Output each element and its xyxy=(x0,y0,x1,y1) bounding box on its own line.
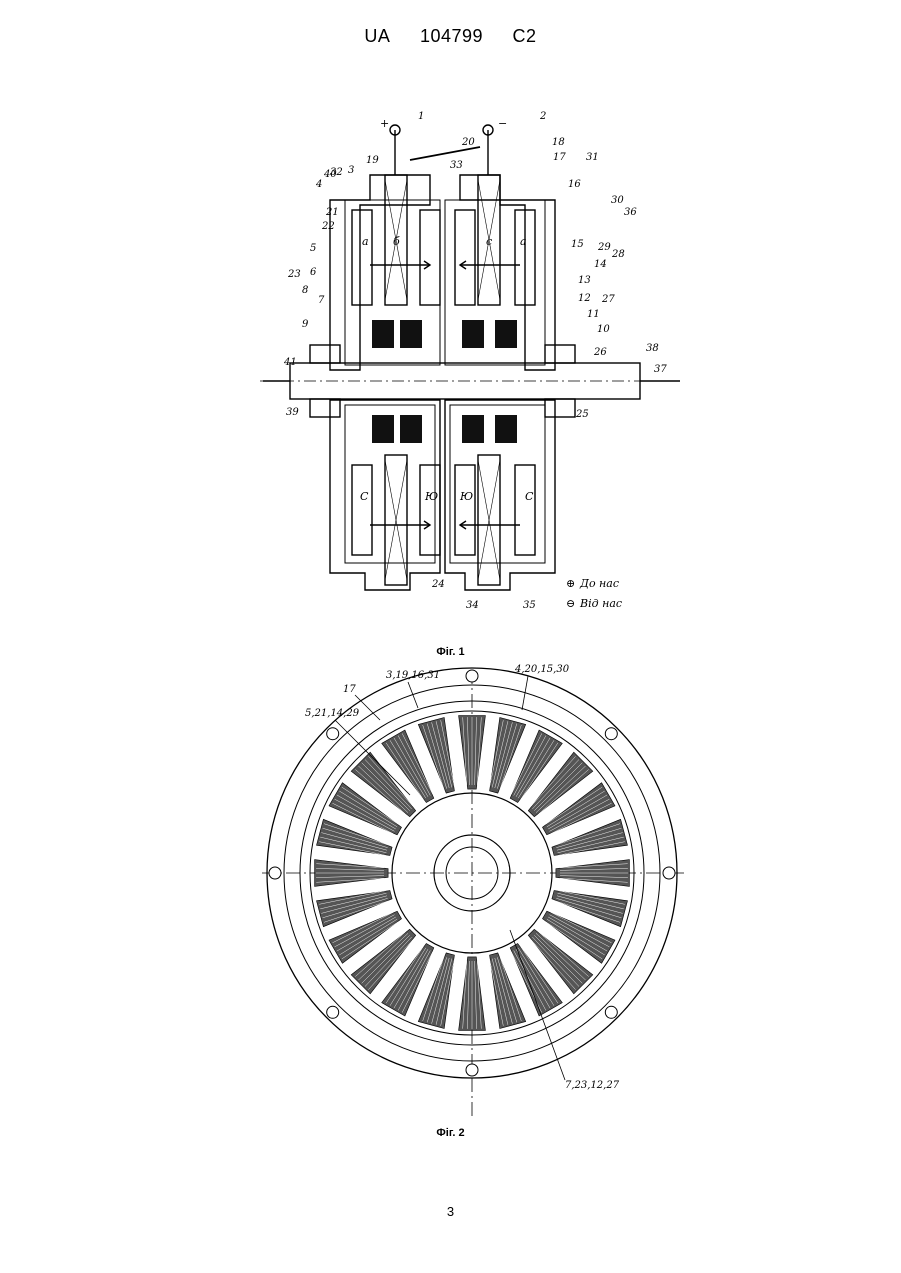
ref-numeral: 5 xyxy=(310,243,316,254)
pole-letter: С xyxy=(360,490,369,503)
ref-numeral: 2 xyxy=(539,111,546,122)
ref-numeral: 26 xyxy=(593,347,607,358)
legend-minus-text: Від нас xyxy=(579,597,622,610)
coil xyxy=(420,210,440,305)
ref-numeral: 28 xyxy=(611,249,625,260)
fig2-label: 5,21,14,29 xyxy=(305,708,360,719)
fig2-label: 7,23,12,27 xyxy=(565,1080,620,1091)
country-code: UA xyxy=(364,26,390,46)
coil xyxy=(455,465,475,555)
ref-numeral: 10 xyxy=(597,324,610,335)
bolt-hole xyxy=(466,1064,478,1076)
bolt-hole xyxy=(269,867,281,879)
ref-numeral: 29 xyxy=(597,242,611,253)
ref-numeral: 25 xyxy=(575,409,589,420)
ref-numeral: 39 xyxy=(286,407,299,418)
coil-letter: а xyxy=(362,235,369,248)
bolt-hole xyxy=(663,867,675,879)
legend-plus-text: До нас xyxy=(579,577,619,590)
bolt-hole xyxy=(466,670,478,682)
patent-number: 104799 xyxy=(420,26,483,46)
legend-minus-symbol: ⊖ xyxy=(566,597,575,610)
fig2-label: 4,20,15,30 xyxy=(514,664,570,675)
coil-letter: а xyxy=(520,235,527,248)
ref-numeral: 12 xyxy=(578,293,591,304)
legend-plus-symbol: ⊕ xyxy=(566,577,575,590)
ref-numeral: 38 xyxy=(646,343,659,354)
pole-letter: Ю xyxy=(424,490,438,503)
pole-letter: Ю xyxy=(459,490,473,503)
pole-letter: С xyxy=(525,490,534,503)
ref-numeral: 14 xyxy=(594,259,607,270)
fig2-label: 3,19,16,31 xyxy=(386,670,440,681)
ref-numeral: 7 xyxy=(318,295,325,306)
magnet-block xyxy=(495,320,517,348)
ref-numeral: 18 xyxy=(552,137,565,148)
magnet-block xyxy=(495,415,517,443)
ref-numeral: 4 xyxy=(315,179,322,190)
terminal-minus: − xyxy=(498,117,507,130)
fig2-label: 17 xyxy=(343,684,356,695)
ref-numeral: 40 xyxy=(323,169,337,180)
ref-numeral: 3 xyxy=(348,165,354,176)
magnet-block xyxy=(400,415,422,443)
ref-numeral: 13 xyxy=(578,275,591,286)
magnet-block xyxy=(400,320,422,348)
coil xyxy=(352,210,372,305)
ref-numeral: 24 xyxy=(431,579,445,590)
ref-numeral: 20 xyxy=(461,137,475,148)
magnet-block xyxy=(462,415,484,443)
ref-numeral: 11 xyxy=(587,309,600,320)
magnet-block xyxy=(372,415,394,443)
ref-numeral: 37 xyxy=(654,364,667,375)
ref-numeral: 21 xyxy=(325,207,339,218)
figure-2-caption: Фіг. 2 xyxy=(0,1127,901,1139)
coil-letter: б xyxy=(393,235,400,248)
coil-letter: с xyxy=(486,235,492,248)
patent-header: UA 104799 C2 xyxy=(0,26,901,47)
coil xyxy=(420,465,440,555)
coil xyxy=(515,465,535,555)
magnet-block xyxy=(462,320,484,348)
coil xyxy=(455,210,475,305)
magnet-block xyxy=(372,320,394,348)
bolt-hole xyxy=(327,1006,339,1018)
kind-code: C2 xyxy=(513,26,537,46)
figure-1-caption: Фіг. 1 xyxy=(0,646,901,658)
figure-2-drawing: 17 3,19,16,31 4,20,15,30 5,21,14,29 7,23… xyxy=(0,660,901,1130)
ref-numeral: 17 xyxy=(553,152,566,163)
ref-numeral: 35 xyxy=(523,600,536,611)
ref-numeral: 30 xyxy=(611,195,624,206)
page-number: 3 xyxy=(0,1204,901,1219)
ref-numeral: 41 xyxy=(283,357,297,368)
ref-numeral: 15 xyxy=(571,239,584,250)
ref-numeral: 19 xyxy=(366,155,379,166)
coil xyxy=(352,465,372,555)
ref-numeral: 34 xyxy=(466,600,479,611)
ref-numeral: 31 xyxy=(586,152,599,163)
bolt-hole xyxy=(605,728,617,740)
terminal-plus: + xyxy=(380,117,389,130)
ref-numeral: 9 xyxy=(302,319,309,330)
ref-numeral: 8 xyxy=(302,285,308,296)
ref-numeral: 6 xyxy=(310,267,317,278)
ref-numeral: 36 xyxy=(624,207,637,218)
bolt-hole xyxy=(605,1006,617,1018)
figure-1-drawing: + − а б с а С Ю Ю С 1 2 3 4 5 6 7 8 9 10… xyxy=(0,105,901,645)
ref-numeral: 22 xyxy=(321,221,335,232)
ref-numeral: 27 xyxy=(601,294,615,305)
bolt-hole xyxy=(327,728,339,740)
ref-numeral: 23 xyxy=(287,269,301,280)
ref-numeral: 16 xyxy=(568,179,581,190)
ref-numeral: 33 xyxy=(450,160,463,171)
ref-numeral: 1 xyxy=(418,111,424,122)
